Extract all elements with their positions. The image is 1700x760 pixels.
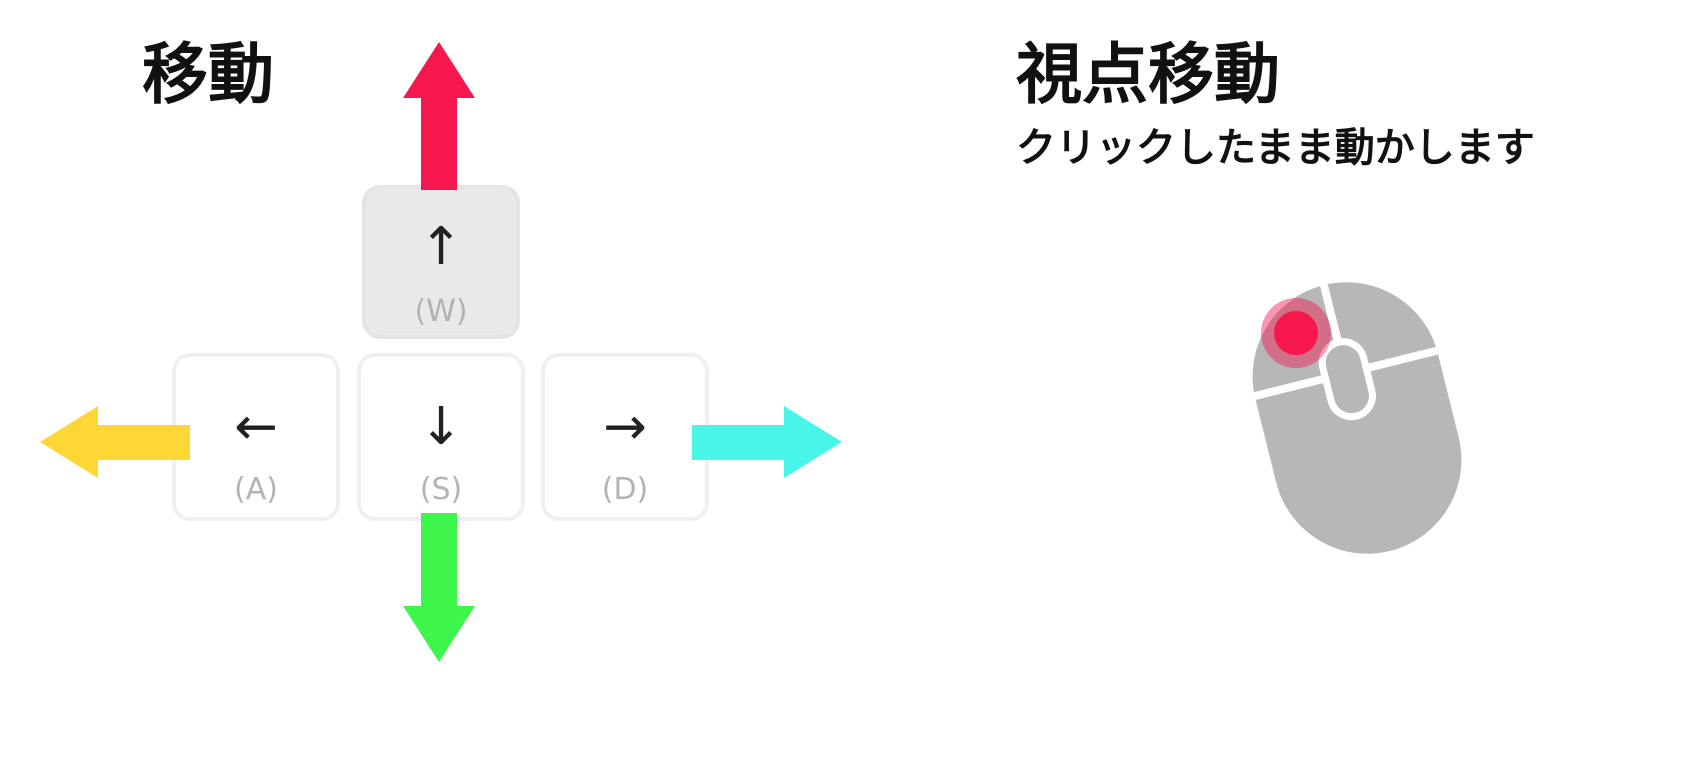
key-s[interactable]: ↓ (S) — [357, 353, 525, 521]
left-click-highlight-inner — [1274, 311, 1318, 355]
movement-title: 移動 — [142, 36, 274, 113]
key-s-label: (S) — [419, 472, 463, 507]
move-forward-arrow-icon — [403, 42, 475, 190]
key-a-label: (A) — [234, 472, 278, 507]
camera-instruction: クリックしたまま動かします — [1016, 125, 1535, 171]
move-backward-arrow-icon — [403, 513, 475, 662]
key-w[interactable]: ↑ (W) — [362, 185, 520, 339]
key-w-label: (W) — [414, 294, 468, 329]
move-right-arrow-icon — [692, 406, 842, 478]
scroll-wheel-icon — [1318, 338, 1376, 421]
move-left-arrow-icon — [40, 406, 190, 478]
key-d[interactable]: → (D) — [541, 353, 709, 521]
camera-title: 視点移動 — [1016, 36, 1280, 113]
down-arrow-icon: ↓ — [419, 397, 463, 457]
left-arrow-icon: ← — [234, 397, 278, 457]
right-arrow-icon: → — [603, 397, 647, 457]
up-arrow-icon: ↑ — [419, 217, 463, 277]
key-d-label: (D) — [601, 472, 649, 507]
